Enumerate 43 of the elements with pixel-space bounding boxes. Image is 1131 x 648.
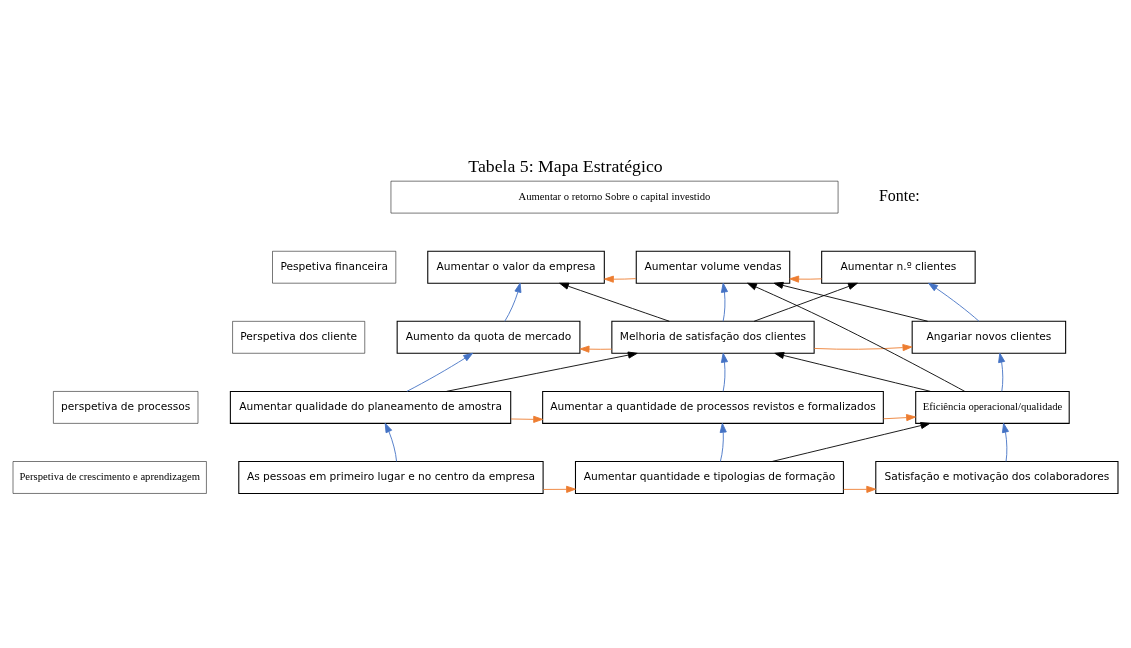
label: Fonte: <box>878 187 920 205</box>
arrow <box>753 282 858 322</box>
node-box: Aumentar o valor da empresa <box>427 250 605 284</box>
arrow <box>998 352 1006 392</box>
arrow <box>604 275 637 283</box>
node-box: As pessoas em primeiro lugar e no centro da empresa <box>238 461 544 494</box>
node-box: Aumentar o retorno Sobre o capital investido <box>390 180 839 214</box>
node-box: Aumentar volume vendas <box>635 250 791 284</box>
node-box: Pespetiva financeira <box>272 251 397 284</box>
arrow <box>446 351 638 392</box>
arrow <box>720 352 728 392</box>
arrow <box>719 422 727 462</box>
node-box: Satisfação e motivação dos colaboradores <box>875 461 1119 494</box>
arrow <box>883 414 916 422</box>
arrow <box>1002 422 1009 462</box>
arrow <box>928 282 980 322</box>
node-box: Perspetiva de crescimento e aprendizagem <box>12 461 207 494</box>
arrow <box>843 485 877 493</box>
arrow <box>720 282 728 322</box>
arrow <box>542 485 576 493</box>
arrow <box>510 415 543 423</box>
arrow <box>771 422 931 462</box>
node-box: Aumentar quantidade e tipologias de formação <box>574 461 844 494</box>
node-box: Eficiência operacional/qualidade <box>915 390 1070 424</box>
node-box: Perspetiva dos cliente <box>232 321 366 354</box>
arrow <box>773 281 929 322</box>
node-box: Melhoria de satisfação dos clientes <box>611 320 815 354</box>
node-box: perspetiva de processos <box>53 391 199 424</box>
arrow <box>579 345 613 353</box>
arrow <box>384 422 397 462</box>
arrow <box>406 352 473 392</box>
node-box: Aumentar qualidade do planeamento de amostra <box>229 390 512 424</box>
node-box: Aumentar n.º clientes <box>821 250 976 284</box>
arrow <box>789 275 823 283</box>
diagram-title: Tabela 5: Mapa Estratégico <box>468 156 663 177</box>
arrow <box>813 344 913 352</box>
arrow <box>774 351 931 392</box>
node-box: Aumentar a quantidade de processos revistos e formalizados <box>542 390 884 424</box>
node-box: Aumento da quota de mercado <box>396 320 581 354</box>
arrow <box>504 282 522 322</box>
arrow <box>559 282 670 322</box>
node-box: Angariar novos clientes <box>911 320 1067 354</box>
arrow <box>747 282 966 392</box>
